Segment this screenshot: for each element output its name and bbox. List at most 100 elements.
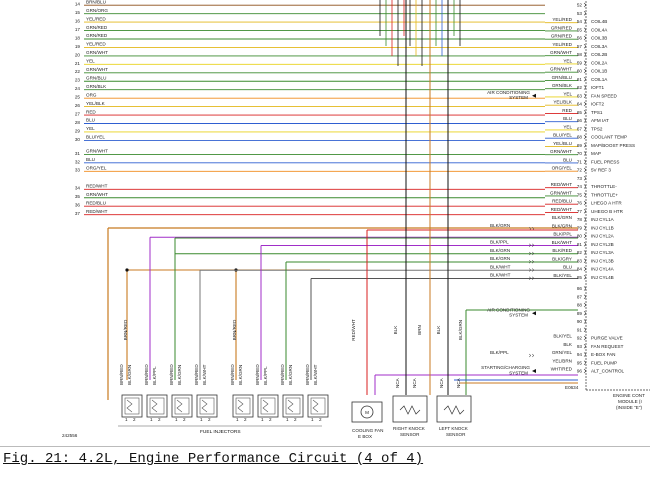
- pin-number: 59: [577, 60, 583, 65]
- pin-wire-color: GRN/WHT: [550, 190, 572, 195]
- pin-wire-color: GRN/BLU: [552, 75, 572, 80]
- pin-wire-color: BLU: [563, 265, 572, 270]
- sensor-wave-icon: [443, 405, 465, 415]
- pin-function: LHEGO A HTR: [591, 201, 622, 206]
- left-wire-color: BLU: [86, 157, 95, 162]
- pin-number: 92: [577, 336, 583, 341]
- left-wire-number: 27: [75, 111, 81, 116]
- vertical-wire-label: BLK/GRN: [458, 320, 463, 340]
- side-note-text: SYSTEM: [509, 313, 528, 318]
- pin-number: 81: [577, 242, 583, 247]
- pin-wire-color: GRN/YEL: [552, 350, 573, 355]
- pin-number: 78: [577, 217, 583, 222]
- pin-bracket: [583, 11, 586, 16]
- pin-function: FUEL PUMP: [591, 360, 617, 365]
- injector-pin-wire: BLK/GRN: [177, 365, 182, 385]
- pin-function: COIL1B: [591, 69, 607, 74]
- pin-bracket: [583, 60, 586, 65]
- pin-wire-color: YEL/BLK: [553, 100, 573, 105]
- pin-bracket: [583, 360, 586, 365]
- injector-pin-number: 1: [175, 417, 178, 422]
- left-wire-number: 20: [75, 52, 81, 57]
- module-label-2: MODULE (I: [618, 399, 642, 404]
- injector-pin-number: 1: [236, 417, 239, 422]
- pin-number: 68: [577, 135, 583, 140]
- pin-function: TPS1: [591, 110, 603, 115]
- injector-pin-wire: BRN/RED: [119, 364, 124, 385]
- injector-pin-number: 1: [150, 417, 153, 422]
- mid-wire-label: BLK/PPL: [490, 350, 509, 355]
- pin-number: 82: [577, 250, 583, 255]
- pin-bracket: [583, 143, 586, 148]
- pin-wire-color: BLU: [563, 116, 572, 121]
- injector-pin-number: 2: [319, 417, 322, 422]
- pin-function: E-BOX FAN: [591, 352, 616, 357]
- pin-function: MAP/BOOST PRESS: [591, 143, 635, 148]
- left-wire-color: YEL: [86, 59, 95, 64]
- pin-number: 96: [577, 369, 583, 374]
- pin-wire-color: BLK/PPL: [553, 232, 572, 237]
- left-wire-number: 15: [75, 10, 81, 15]
- pin-number: 64: [577, 102, 583, 107]
- pin-number: 65: [577, 110, 583, 115]
- pin-number: 69: [577, 143, 583, 148]
- pin-wire-color: BLK/YEL: [553, 334, 572, 339]
- vertical-wire-label: BRN/RED: [232, 319, 237, 340]
- left-wire-color: GRN/BLU: [86, 75, 106, 80]
- left-wire-color: GRN/WHT: [86, 50, 108, 55]
- left-wire-number: 16: [75, 19, 81, 24]
- pin-function: FAN SPEED: [591, 93, 617, 98]
- pin-function: INJ CYL3A: [591, 250, 615, 255]
- pin-number: 87: [577, 294, 583, 299]
- pin-function: IOFT2: [591, 102, 604, 107]
- pin-number: 80: [577, 234, 583, 239]
- pin-number: 91: [577, 327, 583, 332]
- injector-coil-icon: [199, 397, 215, 415]
- left-wire-color: YEL/RED: [86, 16, 106, 21]
- injector-coil-icon: [285, 397, 301, 415]
- left-wire-number: 22: [75, 69, 81, 74]
- left-wire-color: YEL/RED: [86, 42, 106, 47]
- injector-coil-icon: [260, 397, 276, 415]
- pin-function: COIL2A: [591, 60, 608, 65]
- pin-bracket: [583, 294, 586, 299]
- injector-coil-icon: [262, 399, 269, 413]
- pin-wire-color: YEL: [563, 58, 572, 63]
- pin-bracket: [583, 368, 586, 374]
- side-note-text: SYSTEM: [509, 95, 528, 100]
- left-wire-number: 33: [75, 168, 81, 173]
- pin-bracket: [583, 302, 586, 308]
- pin-function: PURGE VALVE: [591, 336, 623, 341]
- pin-bracket: [583, 118, 586, 123]
- wire-layer: [84, 0, 650, 427]
- pin-bracket: [583, 159, 586, 164]
- left-wire-color: YEL/BLK: [86, 101, 106, 106]
- inline-connector-icon: [528, 268, 535, 272]
- pin-bracket: [583, 44, 586, 49]
- pin-number: 70: [577, 151, 583, 156]
- pin-function: COIL2B: [591, 52, 607, 57]
- mid-wire-label: BLK/PPL: [490, 240, 509, 245]
- left-wire-number: 36: [75, 203, 81, 208]
- injector-pin-wire: BLK/GRN: [238, 365, 243, 385]
- pin-number: 89: [577, 311, 583, 316]
- vertical-wire-label: BLK: [393, 325, 398, 335]
- pin-function: INJ CYL2B: [591, 242, 614, 247]
- side-note-arrow-icon: [532, 93, 536, 98]
- pin-bracket: [583, 184, 586, 189]
- left-wire-number: 25: [75, 95, 81, 100]
- pin-bracket: [583, 77, 586, 82]
- injector-body: [171, 394, 193, 418]
- pin-bracket: [583, 167, 586, 173]
- pin-bracket: [583, 27, 586, 32]
- pin-number: 62: [577, 85, 583, 90]
- left-wire-color: BRN/BLU: [86, 0, 106, 4]
- pin-bracket: [583, 151, 586, 156]
- pin-wire-color: BLK/GRN: [552, 215, 572, 220]
- pin-function: COIL4A: [591, 27, 608, 32]
- motor-icon: [360, 405, 374, 419]
- pin-bracket: [583, 2, 586, 8]
- pin-wire-color: GRN/RED: [551, 34, 573, 39]
- pin-number: 88: [577, 303, 583, 308]
